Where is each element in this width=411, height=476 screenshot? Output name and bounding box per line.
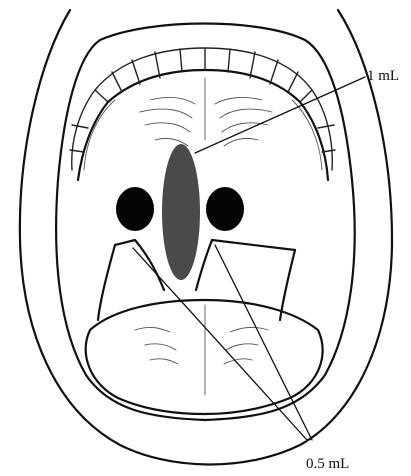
upper-dose-pointer xyxy=(195,77,365,153)
upper-dose-label: 1 mL xyxy=(367,68,399,84)
faucial-arches xyxy=(98,240,295,320)
upper-teeth xyxy=(70,48,335,180)
palate-injection-area xyxy=(162,144,200,280)
left-tonsil-spot xyxy=(116,187,154,231)
right-tonsil-spot xyxy=(206,187,244,231)
tongue xyxy=(86,300,323,414)
lower-dose-pointer-right xyxy=(215,245,312,440)
lower-dose-label: 0.5 mL xyxy=(306,456,349,472)
palate-rugae xyxy=(140,78,272,146)
